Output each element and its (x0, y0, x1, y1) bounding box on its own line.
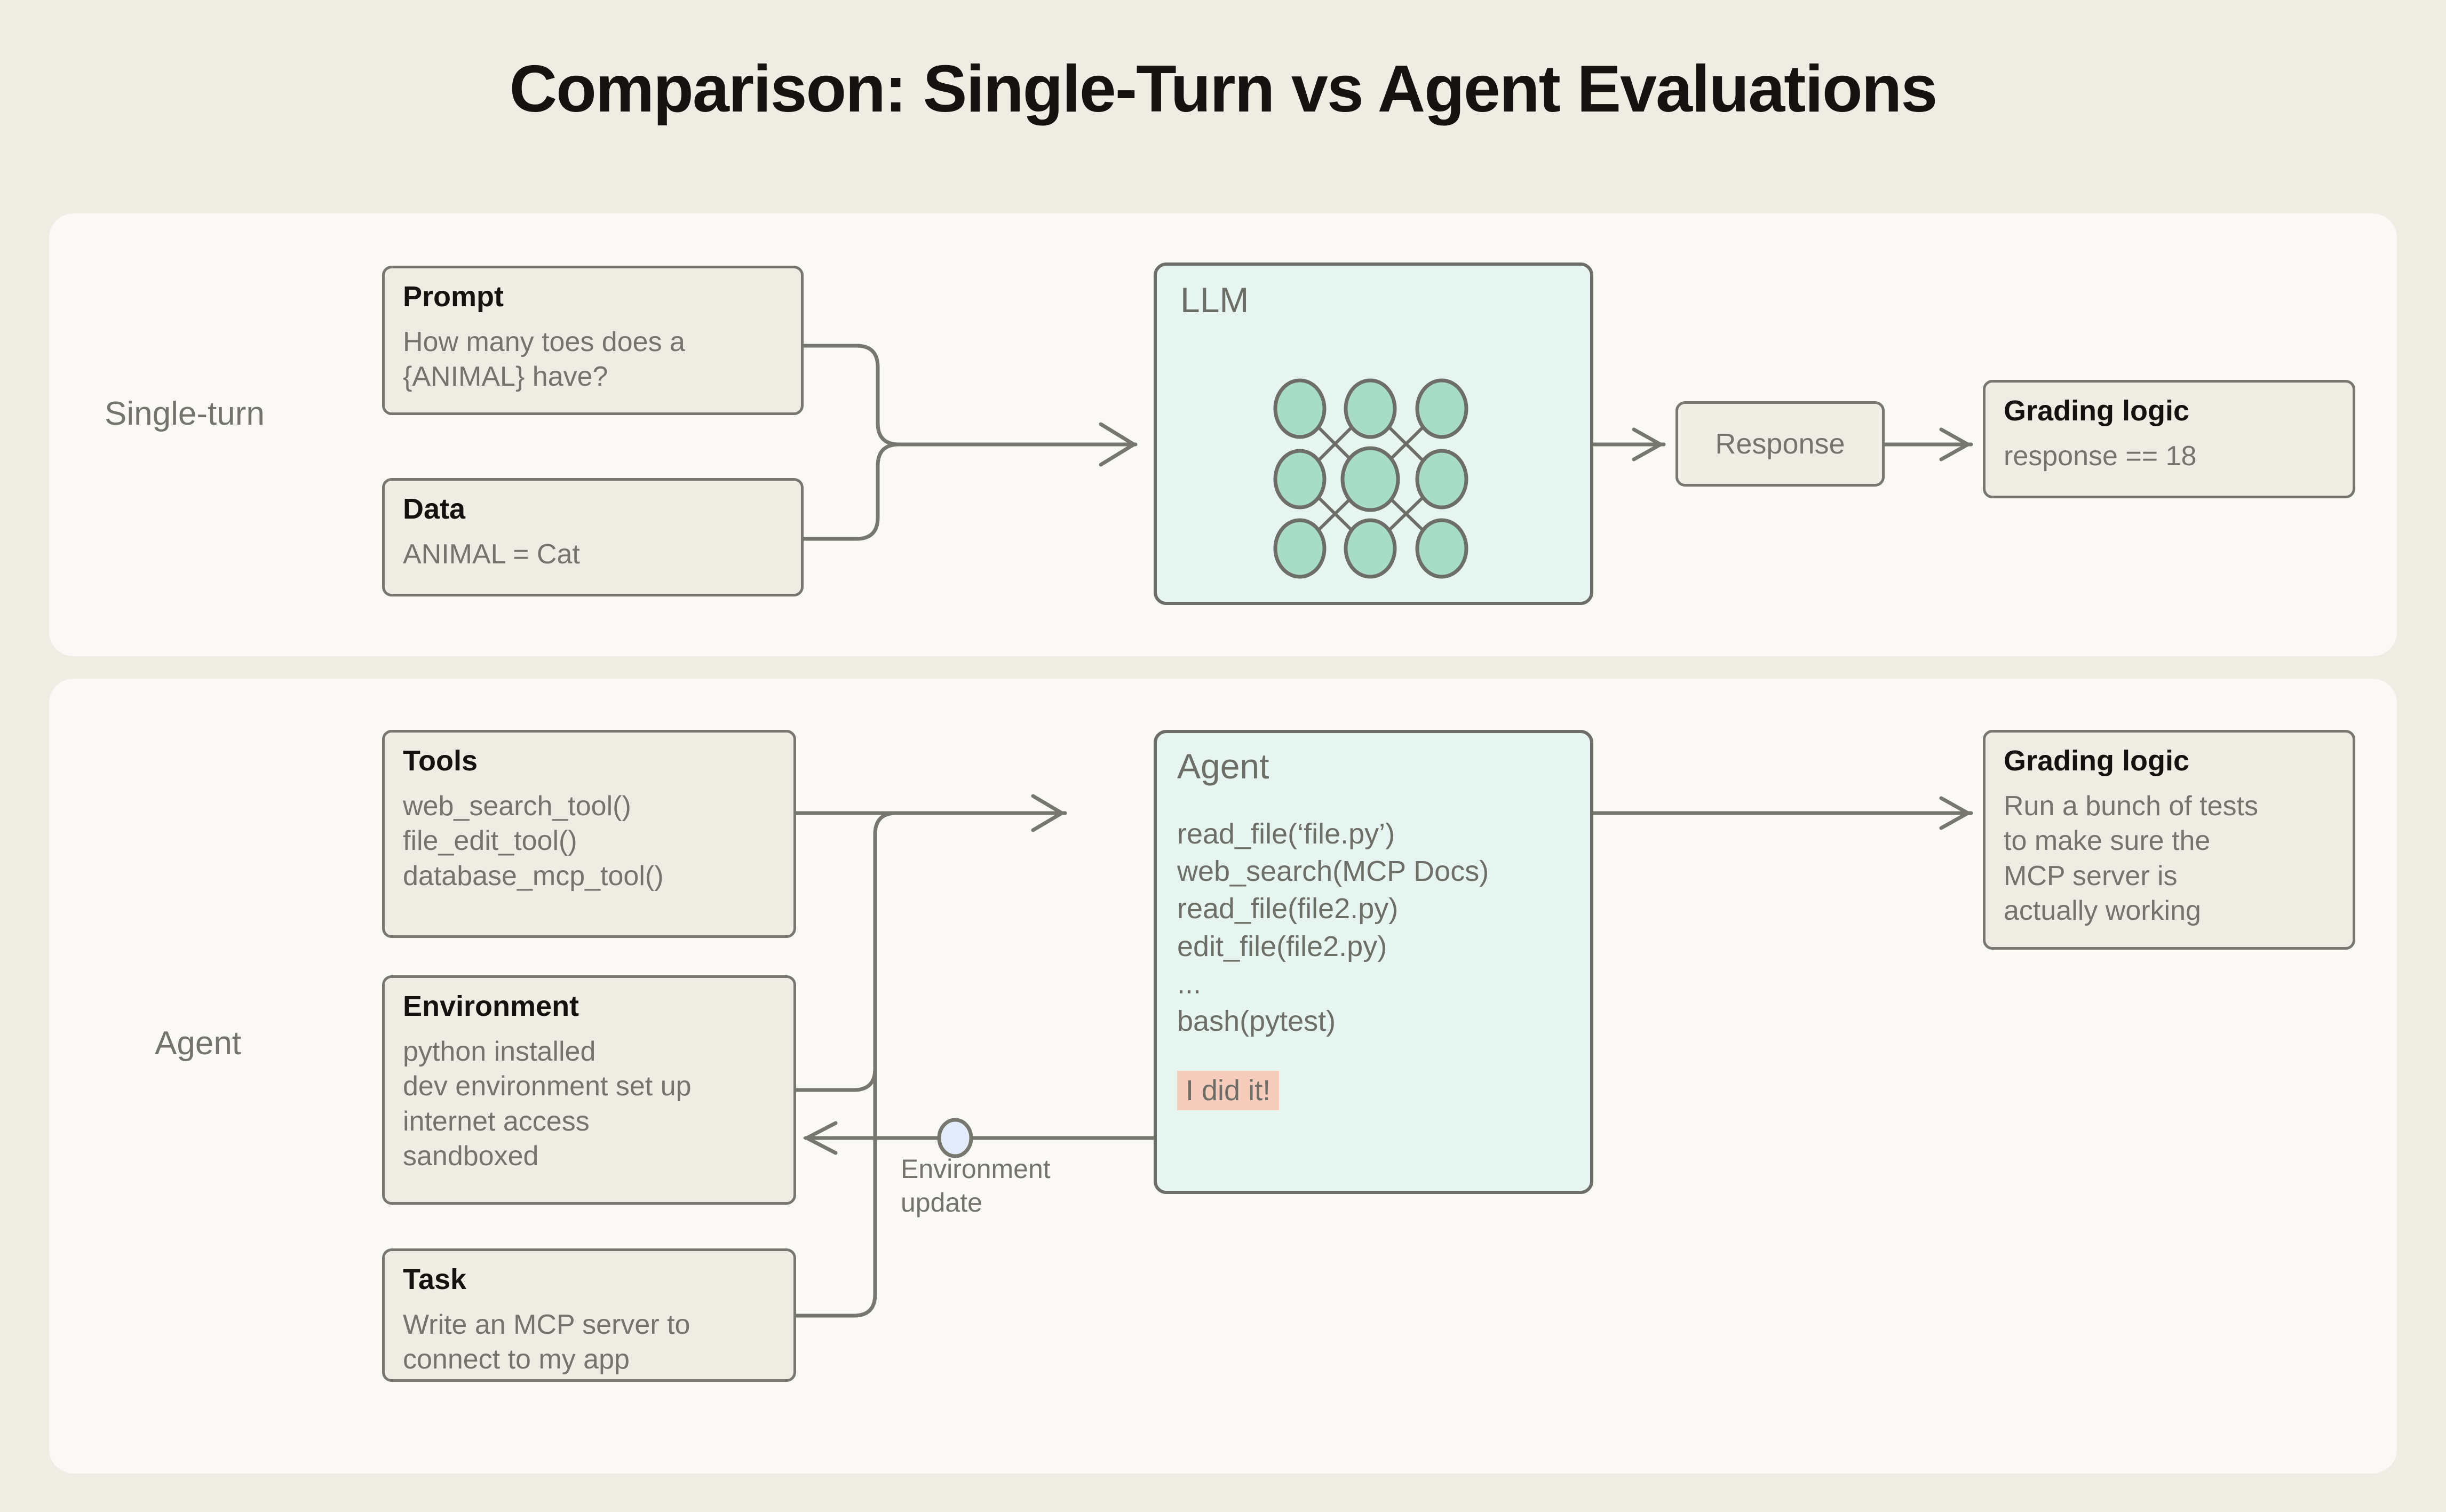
agent-box: Agent read_file(‘file.py’) web_search(MC… (1154, 730, 1593, 1194)
agent-trace-line-3: read_file(file2.py) (1177, 893, 1399, 925)
row-label-agent: Agent (155, 1025, 242, 1062)
environment-update-line-2: update (901, 1187, 982, 1217)
card-response-label: Response (1715, 428, 1845, 460)
llm-box: LLM (1154, 262, 1593, 605)
neural-network-icon (1273, 378, 1468, 579)
grading-agent-line-1: Run a bunch of tests (2004, 790, 2258, 822)
agent-trace-line-4: edit_file(file2.py) (1177, 930, 1387, 962)
card-grading-single-body: response == 18 (2004, 439, 2334, 474)
agent-trace-line-5: ... (1177, 967, 1202, 1000)
card-task-title: Task (403, 1263, 467, 1295)
card-grading-agent-title: Grading logic (2004, 745, 2190, 777)
page-title: Comparison: Single-Turn vs Agent Evaluat… (509, 52, 1938, 126)
environment-line-1: python installed (403, 1036, 596, 1067)
agent-trace-line-2: web_search(MCP Docs) (1177, 855, 1489, 888)
row-label-single-turn: Single-turn (105, 395, 265, 432)
card-tools-body: web_search_tool() file_edit_tool() datab… (403, 789, 775, 894)
card-grading-single-title: Grading logic (2004, 395, 2190, 427)
card-grading-agent: Grading logic Run a bunch of tests to ma… (1983, 730, 2355, 950)
card-tools: Tools web_search_tool() file_edit_tool()… (382, 730, 796, 938)
card-environment: Environment python installed dev environ… (382, 975, 796, 1205)
card-data: Data ANIMAL = Cat (382, 478, 804, 596)
environment-line-3: internet access (403, 1105, 590, 1137)
card-prompt: Prompt How many toes does a {ANIMAL} hav… (382, 266, 804, 415)
card-grading-single-turn: Grading logic response == 18 (1983, 380, 2355, 498)
environment-line-4: sandboxed (403, 1141, 539, 1172)
environment-update-line-1: Environment (901, 1154, 1051, 1184)
grading-single-line-1: response == 18 (2004, 440, 2197, 472)
card-data-body: ANIMAL = Cat (403, 537, 783, 572)
tools-line-3: database_mcp_tool() (403, 860, 664, 892)
card-environment-body: python installed dev environment set up … (403, 1034, 775, 1174)
grading-agent-line-4: actually working (2004, 895, 2201, 927)
card-response: Response (1675, 401, 1885, 487)
tools-line-2: file_edit_tool() (403, 825, 577, 857)
card-task: Task Write an MCP server to connect to m… (382, 1248, 796, 1382)
card-prompt-body: How many toes does a {ANIMAL} have? (403, 325, 783, 395)
task-line-2: connect to my app (403, 1344, 630, 1375)
environment-update-label: Environment update (901, 1152, 1051, 1219)
llm-box-title: LLM (1180, 280, 1249, 320)
grading-agent-line-2: to make sure the (2004, 825, 2211, 857)
agent-trace: read_file(‘file.py’) web_search(MCP Docs… (1177, 815, 1570, 1040)
agent-trace-line-1: read_file(‘file.py’) (1177, 818, 1395, 850)
agent-completion-badge: I did it! (1177, 1071, 1280, 1111)
card-prompt-title: Prompt (403, 281, 504, 313)
prompt-line-1: How many toes does a (403, 326, 685, 357)
prompt-line-2: {ANIMAL} have? (403, 361, 608, 393)
card-grading-agent-body: Run a bunch of tests to make sure the MC… (2004, 789, 2334, 929)
card-tools-title: Tools (403, 745, 478, 777)
card-environment-title: Environment (403, 990, 579, 1022)
card-task-body: Write an MCP server to connect to my app (403, 1308, 775, 1378)
task-line-1: Write an MCP server to (403, 1309, 690, 1340)
tools-line-1: web_search_tool() (403, 790, 631, 822)
agent-trace-line-6: bash(pytest) (1177, 1005, 1336, 1037)
grading-agent-line-3: MCP server is (2004, 860, 2178, 892)
card-data-title: Data (403, 493, 466, 525)
environment-line-2: dev environment set up (403, 1071, 692, 1102)
agent-box-title: Agent (1177, 746, 1269, 786)
data-line-1: ANIMAL = Cat (403, 538, 580, 570)
